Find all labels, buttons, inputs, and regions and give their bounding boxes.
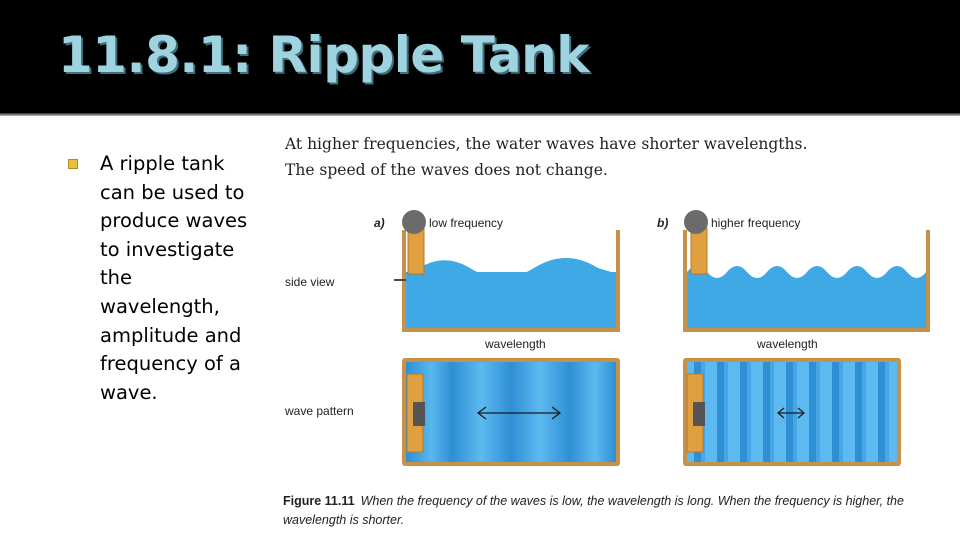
title-bar: 11.8.1: Ripple Tank xyxy=(0,0,960,116)
figure-intro-line-2: The speed of the waves does not change. xyxy=(285,161,608,179)
bullet-text: A ripple tank can be used to produce wav… xyxy=(100,152,248,404)
bullet-list: A ripple tank can be used to produce wav… xyxy=(64,150,254,407)
figure-intro-line-1: At higher frequencies, the water waves h… xyxy=(285,135,808,153)
panel-a-wavelength-label: wavelength xyxy=(485,337,546,351)
dipper-ball-icon xyxy=(684,210,708,234)
panel-b-letter: b) xyxy=(657,216,669,230)
panel-a-label: low frequency xyxy=(429,216,504,230)
panel-a-letter: a) xyxy=(374,216,385,230)
caption-text: When the frequency of the waves is low, … xyxy=(283,494,904,527)
slide-title: 11.8.1: Ripple Tank xyxy=(58,26,589,84)
tank-diagrams xyxy=(394,210,930,466)
panel-a-side-view xyxy=(394,210,620,332)
ripple-tank-figure: At higher frequencies, the water waves h… xyxy=(280,130,950,535)
panel-b-side-view xyxy=(683,210,930,332)
panel-a-wave-pattern xyxy=(402,358,620,466)
dipper-ball-icon xyxy=(402,210,426,234)
bullet-square-icon xyxy=(68,159,78,169)
panel-b-wave-pattern xyxy=(683,358,901,466)
bullet-item: A ripple tank can be used to produce wav… xyxy=(64,150,254,407)
panel-b-label: higher frequency xyxy=(711,216,801,230)
wave-pattern-label: wave pattern xyxy=(285,404,354,418)
side-view-label: side view xyxy=(285,275,335,289)
caption-label: Figure 11.11 xyxy=(283,494,355,508)
panel-b-wavelength-label: wavelength xyxy=(757,337,818,351)
